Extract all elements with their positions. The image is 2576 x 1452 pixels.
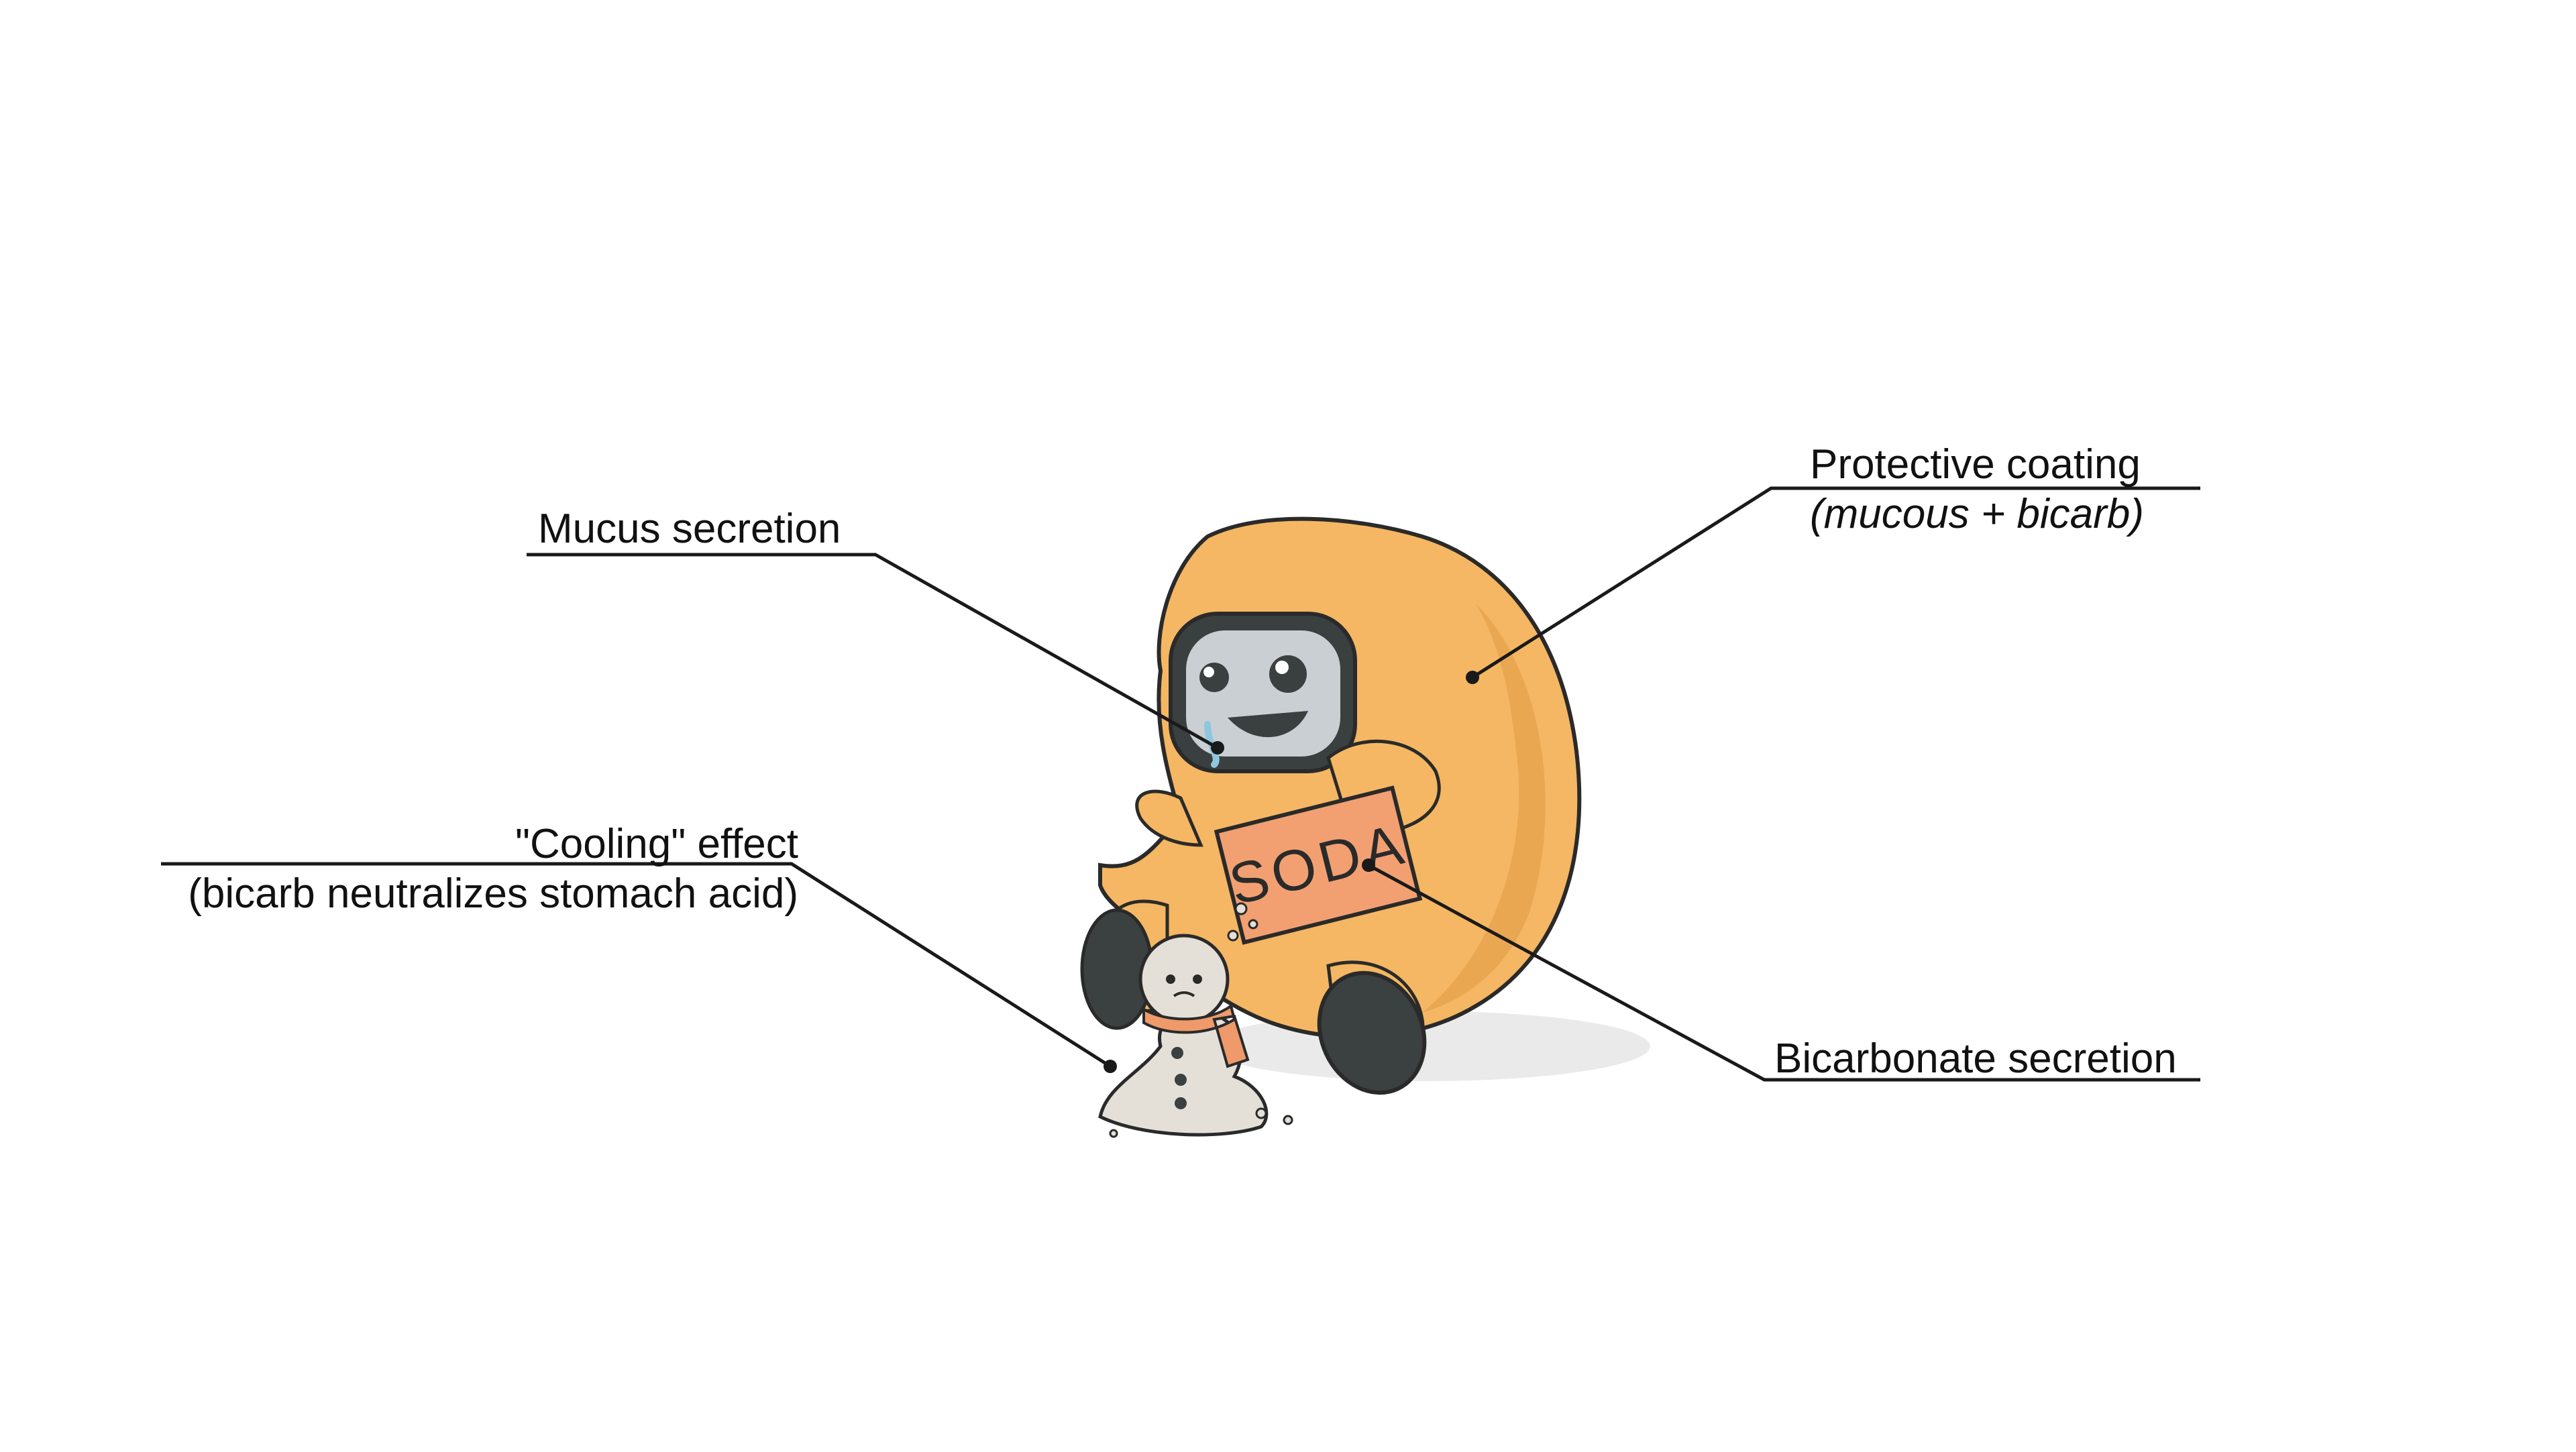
label-bicarbonate-secretion: Bicarbonate secretion — [1774, 1034, 2177, 1084]
label-cooling-effect: "Cooling" effect (bicarb neutralizes sto… — [188, 820, 798, 919]
label-mucus-line1: Mucus secretion — [538, 506, 841, 552]
leader-dots — [1104, 671, 1479, 1073]
smile — [1228, 711, 1308, 738]
leader-lines — [161, 486, 2200, 1082]
body-shade — [1422, 604, 1546, 1013]
right-boot — [1317, 970, 1427, 1095]
label-cooling-line2: (bicarb neutralizes stomach acid) — [188, 871, 798, 917]
right-eye-shine — [1275, 661, 1289, 674]
right-eye — [1269, 655, 1307, 693]
soda-box: SODA — [1214, 785, 1423, 945]
label-protective-coating: Protective coating (mucous + bicarb) — [1810, 440, 2144, 539]
scarf — [1142, 1003, 1250, 1068]
leader-cooling — [161, 862, 1112, 1068]
leader-coating — [1471, 486, 2200, 679]
leader-mucus — [527, 553, 1219, 750]
label-bicarb-line1: Bicarbonate secretion — [1774, 1036, 2177, 1082]
label-cooling-line1: "Cooling" effect — [515, 821, 798, 867]
left-eye-shine — [1203, 667, 1214, 677]
left-eye — [1199, 663, 1229, 692]
label-coating-line2: (mucous + bicarb) — [1810, 491, 2144, 537]
label-coating-line1: Protective coating — [1810, 441, 2141, 488]
snowman-icon — [1098, 934, 1293, 1138]
label-mucus-secretion: Mucus secretion — [538, 504, 841, 554]
leader-bicarb — [1367, 863, 2200, 1082]
left-arm — [1135, 789, 1203, 847]
